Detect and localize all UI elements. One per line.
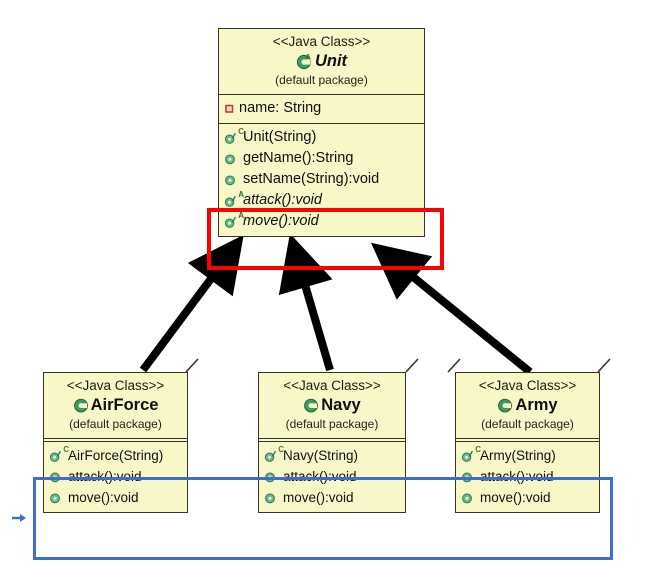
class-icon bbox=[303, 397, 319, 413]
fields-compartment-unit: name: String bbox=[219, 95, 424, 123]
class-package: (default package) bbox=[481, 417, 574, 431]
class-title-row: Navy bbox=[263, 395, 401, 415]
method-label: attack():void bbox=[243, 192, 322, 208]
class-box-army[interactable]: <<Java Class>> Army (default package) bbox=[455, 372, 600, 513]
class-stereotype: <<Java Class>> bbox=[478, 378, 577, 393]
abstract-badge: A bbox=[238, 211, 244, 220]
class-stereotype: <<Java Class>> bbox=[66, 378, 165, 393]
class-box-unit[interactable]: <<Java Class>> A Unit (default package) bbox=[218, 28, 425, 237]
class-title-row: A Unit bbox=[223, 51, 420, 71]
method-row-setname[interactable]: setName(String):void bbox=[221, 169, 422, 190]
constructor-icon: C bbox=[264, 446, 284, 463]
method-row-constructor[interactable]: C Army(String) bbox=[458, 445, 597, 466]
class-stereotype: <<Java Class>> bbox=[272, 34, 371, 49]
method-row-constructor[interactable]: C Unit(String) bbox=[221, 127, 422, 148]
method-row-attack-abstract[interactable]: A attack():void bbox=[221, 190, 422, 211]
class-icon bbox=[497, 397, 513, 413]
method-icon bbox=[224, 151, 239, 166]
constructor-badge: C bbox=[238, 127, 244, 136]
class-title-row: Army bbox=[460, 395, 595, 415]
class-box-navy[interactable]: <<Java Class>> Navy (default package) bbox=[258, 372, 406, 513]
class-box-airforce[interactable]: <<Java Class>> AirForce (default package… bbox=[43, 372, 188, 513]
constructor-badge: C bbox=[278, 445, 284, 454]
method-row-constructor[interactable]: C Navy(String) bbox=[261, 445, 403, 466]
class-name: AirForce bbox=[90, 396, 159, 414]
abstract-method-icon: A bbox=[224, 212, 244, 229]
abstract-badge: A bbox=[238, 190, 244, 199]
class-header-airforce: <<Java Class>> AirForce (default package… bbox=[44, 373, 187, 439]
method-row-getname[interactable]: getName():String bbox=[221, 148, 422, 169]
connector-stub-army bbox=[597, 358, 611, 373]
blue-highlight-rectangle bbox=[33, 477, 613, 560]
constructor-badge: C bbox=[63, 445, 69, 454]
field-label: name: String bbox=[239, 100, 322, 116]
private-field-icon bbox=[224, 103, 235, 114]
connector-stub-airforce bbox=[185, 358, 199, 373]
method-icon bbox=[264, 490, 279, 505]
constructor-badge: C bbox=[475, 445, 481, 454]
method-label: move():void bbox=[283, 490, 354, 505]
method-label: attack():void bbox=[283, 469, 357, 484]
method-label: move():void bbox=[68, 490, 139, 505]
blue-pointer-marker bbox=[12, 511, 36, 525]
class-header-army: <<Java Class>> Army (default package) bbox=[456, 373, 599, 439]
class-package: (default package) bbox=[275, 73, 368, 87]
class-name: Navy bbox=[321, 396, 361, 414]
methods-compartment-navy: C Navy(String) attack():void bbox=[259, 441, 405, 512]
field-row[interactable]: name: String bbox=[221, 98, 422, 119]
method-label: AirForce(String) bbox=[68, 448, 164, 463]
method-label: move():void bbox=[480, 490, 551, 505]
method-label: attack():void bbox=[68, 469, 142, 484]
method-row-move[interactable]: move():void bbox=[46, 487, 185, 508]
constructor-icon: C bbox=[224, 128, 244, 145]
methods-compartment-army: C Army(String) attack():void bbox=[456, 441, 599, 512]
inheritance-arrow-airforce bbox=[139, 234, 244, 373]
connector-stub-army-left bbox=[447, 358, 461, 373]
methods-compartment-unit: C Unit(String) getName():String bbox=[219, 123, 424, 236]
method-label: Army(String) bbox=[480, 448, 556, 463]
method-row-move-abstract[interactable]: A move():void bbox=[221, 211, 422, 232]
class-header-unit: <<Java Class>> A Unit (default package) bbox=[219, 29, 424, 95]
connector-stub-navy bbox=[405, 358, 419, 373]
method-row-move[interactable]: move():void bbox=[458, 487, 597, 508]
method-label: attack():void bbox=[480, 469, 554, 484]
class-title-row: AirForce bbox=[48, 395, 183, 415]
method-label: getName():String bbox=[243, 150, 354, 166]
method-icon bbox=[49, 490, 64, 505]
class-header-navy: <<Java Class>> Navy (default package) bbox=[259, 373, 405, 439]
methods-compartment-airforce: C AirForce(String) attack():void bbox=[44, 441, 187, 512]
inheritance-arrow-navy bbox=[278, 233, 334, 372]
method-row-constructor[interactable]: C AirForce(String) bbox=[46, 445, 185, 466]
class-package: (default package) bbox=[285, 417, 379, 431]
method-row-move[interactable]: move():void bbox=[261, 487, 403, 508]
class-package: (default package) bbox=[69, 417, 162, 431]
constructor-icon: C bbox=[49, 446, 69, 463]
svg-text:A: A bbox=[306, 54, 311, 61]
method-label: setName(String):void bbox=[243, 171, 380, 187]
abstract-method-icon: A bbox=[224, 191, 244, 208]
class-name: Unit bbox=[314, 52, 348, 70]
constructor-icon: C bbox=[461, 446, 481, 463]
class-icon bbox=[73, 397, 89, 413]
method-label: Unit(String) bbox=[243, 129, 317, 145]
red-highlight-rectangle bbox=[207, 208, 444, 270]
method-label: move():void bbox=[243, 213, 319, 229]
class-name: Army bbox=[515, 396, 558, 414]
method-icon bbox=[224, 172, 239, 187]
class-stereotype: <<Java Class>> bbox=[283, 378, 381, 393]
inheritance-arrow-army bbox=[370, 242, 533, 376]
method-icon bbox=[461, 490, 476, 505]
method-label: Navy(String) bbox=[283, 448, 359, 463]
class-icon-abstract: A bbox=[296, 53, 313, 70]
